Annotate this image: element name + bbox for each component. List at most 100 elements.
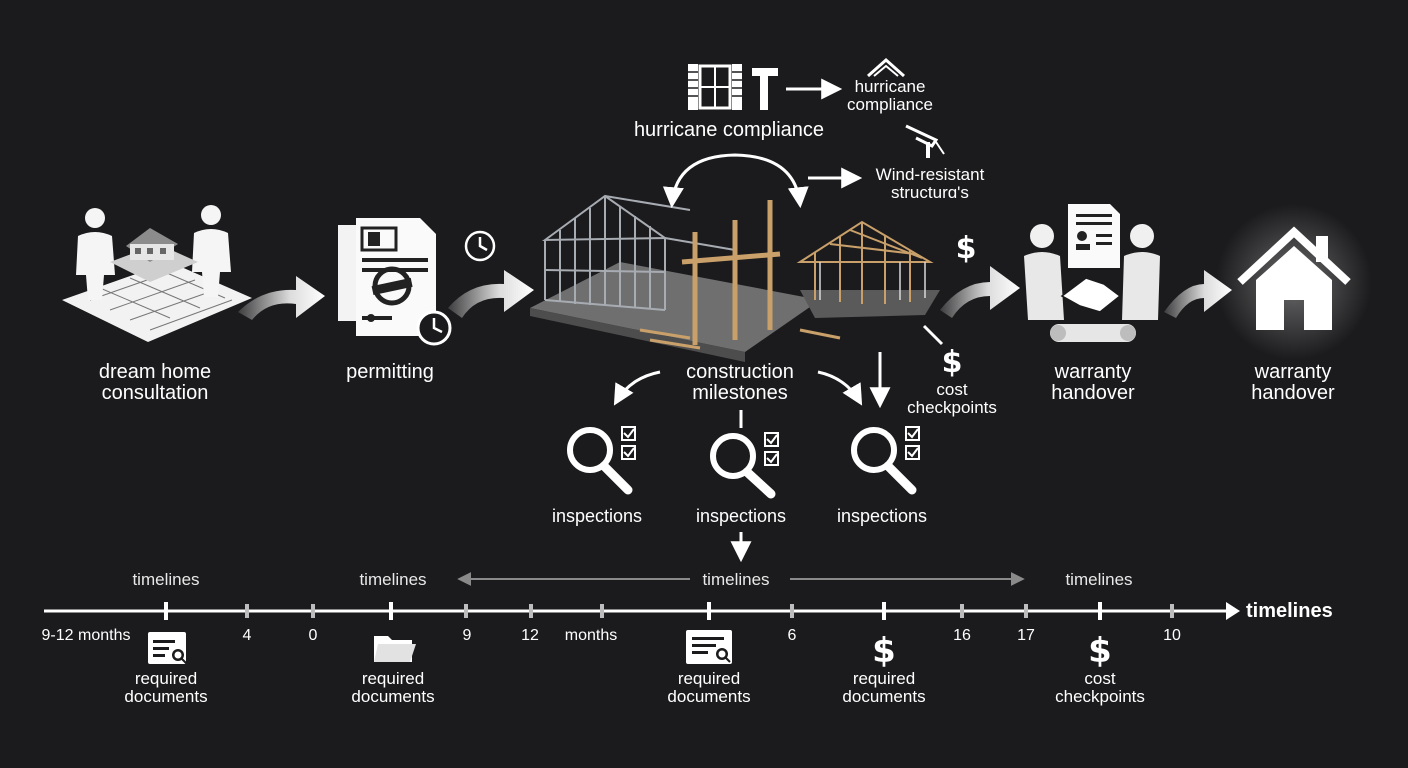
- dollar-icon: $: [872, 631, 896, 671]
- marker-label: required documents: [106, 670, 226, 706]
- folder-icon: [374, 636, 416, 662]
- timeline-tick: [389, 602, 393, 620]
- label-line: required: [361, 669, 425, 688]
- timeline-tick: [960, 604, 964, 618]
- label-line: checkpoints: [1055, 686, 1145, 706]
- label-line: documents: [124, 686, 208, 706]
- roof-icon: [867, 57, 905, 78]
- stage-label-line: milestones: [692, 382, 788, 404]
- flow-arrow-icon: [940, 266, 1020, 318]
- tick-label: 4: [242, 627, 252, 644]
- timeline-label: timelines: [1065, 570, 1133, 589]
- arrow-connector: [817, 370, 863, 406]
- stage-label-construction: construction milestones: [660, 362, 820, 404]
- loop-arrow: [662, 153, 809, 209]
- label-line: hurricane: [854, 77, 926, 96]
- timeline-tick: [464, 604, 468, 618]
- inspection-magnifier-icon: [851, 426, 920, 495]
- arrow-connector: [922, 324, 944, 346]
- tick-label: 17: [1017, 627, 1035, 644]
- marker-label: required documents: [649, 670, 769, 706]
- timeline-label: timelines: [132, 570, 200, 589]
- dollar-icon: $: [956, 231, 977, 266]
- timeline-tick: [600, 604, 604, 618]
- timeline-label: timelines: [359, 570, 427, 589]
- tick-label: 10: [1163, 627, 1181, 644]
- cost-checkpoints-label: cost checkpoints: [894, 381, 1010, 417]
- label-line: documents: [351, 686, 435, 706]
- timeline-end-label: timelines: [1246, 600, 1333, 622]
- flow-arrow-icon: [238, 276, 325, 320]
- flow-arrow-icon: [1164, 270, 1232, 318]
- document-search-icon: [148, 632, 187, 664]
- label-line: cost: [936, 380, 968, 399]
- tick-label: 9-12 months: [41, 627, 131, 644]
- timeline-ticks: [164, 602, 1174, 620]
- hurricane-compliance-label: hurricane compliance: [633, 119, 825, 141]
- label-line: structurɑ's: [891, 182, 969, 202]
- tick-label: 12: [521, 627, 539, 644]
- timeline-tick: [245, 604, 249, 618]
- hammer-icon: [752, 68, 778, 110]
- flow-arrow-icon: [448, 270, 534, 318]
- stage-label-line: warranty: [1254, 361, 1332, 383]
- label-line: required: [677, 669, 741, 688]
- handshake-icon: [1024, 204, 1160, 342]
- stage-label-permitting: permitting: [320, 362, 460, 383]
- home-icon: [1237, 226, 1351, 330]
- label-line: documents: [667, 686, 751, 706]
- timeline-label: timelines: [702, 570, 770, 589]
- stage-label-line: warranty: [1054, 361, 1132, 383]
- inspections-label: inspections: [695, 506, 787, 526]
- label-line: cost: [1084, 669, 1116, 688]
- hurricane-compliance-side-label: hurricane compliance: [830, 78, 950, 114]
- clock-icon: [464, 230, 496, 262]
- arrow-connector: [613, 370, 661, 406]
- timeline-arrowhead: [1226, 602, 1240, 620]
- label-line: documents: [842, 686, 926, 706]
- document-search-icon: [686, 630, 732, 664]
- tick-label: 6: [787, 627, 797, 644]
- timeline-tick: [1024, 604, 1028, 618]
- label-line: required: [134, 669, 198, 688]
- timeline-tick: [164, 602, 168, 620]
- stage-label-line: consultation: [101, 382, 209, 404]
- tick-label: 16: [953, 627, 971, 644]
- inspections-label: inspections: [836, 506, 928, 526]
- label-line: Wind-resistant: [875, 165, 985, 184]
- timeline-tick: [882, 602, 886, 620]
- timeline-tick: [529, 604, 533, 618]
- timeline-tick: [790, 604, 794, 618]
- stage-label-line: construction: [686, 361, 794, 383]
- wind-resistant-label: Wind-resistant structurɑ's: [862, 166, 998, 202]
- timeline-tick: [311, 604, 315, 618]
- stage-label-line: handover: [1251, 382, 1335, 404]
- inspection-magnifier-icon: [710, 432, 779, 499]
- stage-label-consultation: dream home consultation: [75, 362, 235, 404]
- stage-label-line: permitting: [346, 361, 434, 383]
- tick-label: 9: [462, 627, 472, 644]
- permit-document-icon: [338, 218, 452, 346]
- marker-label: required documents: [824, 670, 944, 706]
- marker-label: required documents: [333, 670, 453, 706]
- timeline-tick: [1170, 604, 1174, 618]
- label-line: checkpoints: [907, 397, 997, 417]
- label-line: required: [852, 669, 916, 688]
- tick-label: months: [564, 627, 618, 644]
- label-line: compliance: [847, 94, 933, 114]
- dollar-icon: $: [942, 345, 963, 380]
- timeline-tick: [707, 602, 711, 620]
- inspections-label: inspections: [551, 506, 643, 526]
- drill-tool-icon: [905, 124, 945, 158]
- house-framing-icon: [530, 194, 940, 362]
- consultation-icon: [62, 205, 252, 342]
- stage-label-line: handover: [1051, 382, 1135, 404]
- timeline-tick: [1098, 602, 1102, 620]
- inspection-magnifier-icon: [567, 426, 636, 495]
- shutter-window-icon: [688, 64, 742, 110]
- stage-label-warranty-2: warranty handover: [1228, 362, 1358, 404]
- stage-label-line: dream home: [98, 361, 212, 383]
- marker-label: cost checkpoints: [1040, 670, 1160, 706]
